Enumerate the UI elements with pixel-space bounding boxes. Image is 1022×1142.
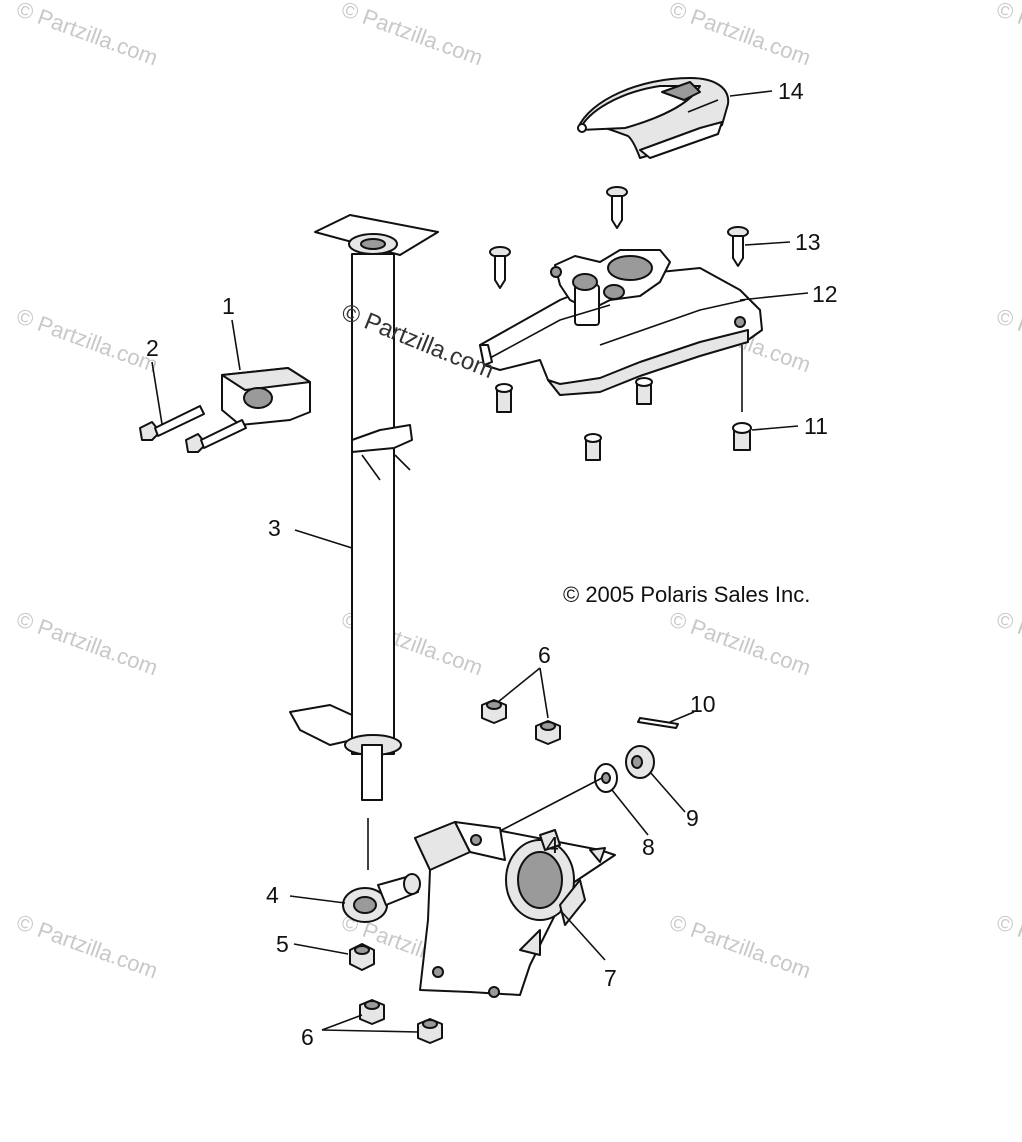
watermark: © Partzilla.com [666, 0, 814, 70]
callout-11: 11 [804, 413, 828, 439]
part-11-nut[interactable] [732, 422, 752, 451]
part-2-bolt[interactable] [185, 419, 247, 453]
callout-4-secondary: 4 [546, 832, 559, 858]
leader-2 [151, 361, 163, 425]
leader-6b-1 [321, 1014, 363, 1031]
watermark: © Partzilla.com [666, 909, 814, 983]
leader-8 [611, 789, 649, 836]
part-6-nut[interactable] [535, 720, 561, 745]
callout-2: 2 [146, 335, 159, 361]
watermark: © Partzilla.com [13, 606, 161, 680]
callout-3: 3 [268, 515, 281, 541]
callout-4: 4 [266, 882, 279, 908]
part-4-tie-rod-end[interactable] [342, 873, 421, 923]
leader-13 [744, 241, 791, 246]
part-6-nut[interactable] [359, 999, 385, 1025]
callout-14: 14 [778, 78, 804, 104]
leader-8-axis [497, 777, 603, 833]
leader-6a-1 [497, 667, 541, 703]
part-6-nut[interactable] [481, 699, 507, 724]
callout-8: 8 [642, 834, 655, 860]
watermark: © Partzilla.com [993, 0, 1022, 70]
leader-7 [559, 909, 606, 961]
part-12-support[interactable] [479, 249, 763, 396]
copyright-notice: © 2005 Polaris Sales Inc. [563, 582, 810, 607]
callout-7: 7 [604, 965, 617, 991]
leader-11 [751, 425, 799, 431]
leader-4 [289, 895, 346, 904]
leader-6a-2 [539, 667, 549, 719]
watermark: © Partzilla.com [993, 909, 1022, 983]
part-2-bolt[interactable] [139, 405, 205, 441]
part-11-nut[interactable] [584, 433, 602, 461]
part-5-nut[interactable] [349, 943, 375, 971]
watermark: © Partzilla.com [993, 303, 1022, 377]
callout-5: 5 [276, 931, 289, 957]
leader-12 [739, 292, 809, 301]
watermark: © Partzilla.com [993, 606, 1022, 680]
part-3-steering-post[interactable] [289, 214, 439, 801]
part-14-cover[interactable] [577, 77, 730, 159]
callout-6-upper: 6 [538, 642, 551, 668]
part-7-bracket[interactable] [414, 821, 616, 998]
part-9-nut[interactable] [625, 745, 655, 779]
callout-9: 9 [686, 805, 699, 831]
part-11-nut[interactable] [635, 377, 653, 405]
leader-10 [669, 711, 695, 723]
watermark: © Partzilla.com [13, 303, 161, 377]
part-1-clamp[interactable] [221, 367, 311, 426]
leader-9 [649, 771, 686, 813]
callout-13: 13 [795, 229, 821, 255]
callout-6-lower: 6 [301, 1024, 314, 1050]
callout-10: 10 [690, 691, 716, 717]
watermark: © Partzilla.com [13, 0, 161, 70]
leader-3 [294, 529, 353, 549]
leader-6b-2 [321, 1029, 419, 1033]
leader-14 [729, 90, 773, 97]
part-13-screw[interactable] [727, 226, 749, 267]
watermark: © Partzilla.com [666, 606, 814, 680]
callout-12: 12 [812, 281, 838, 307]
watermark: © Partzilla.com [338, 0, 486, 70]
callout-1: 1 [222, 293, 235, 319]
part-11-nut[interactable] [495, 383, 513, 413]
screw-top[interactable] [606, 186, 628, 229]
part-10-cotter-pin[interactable] [637, 717, 679, 729]
watermark: © Partzilla.com [13, 909, 161, 983]
part-6-nut[interactable] [417, 1018, 443, 1044]
leader-1 [231, 319, 241, 371]
screw-left[interactable] [489, 246, 511, 289]
leader-5 [293, 943, 349, 955]
part-8-washer[interactable] [594, 763, 618, 793]
